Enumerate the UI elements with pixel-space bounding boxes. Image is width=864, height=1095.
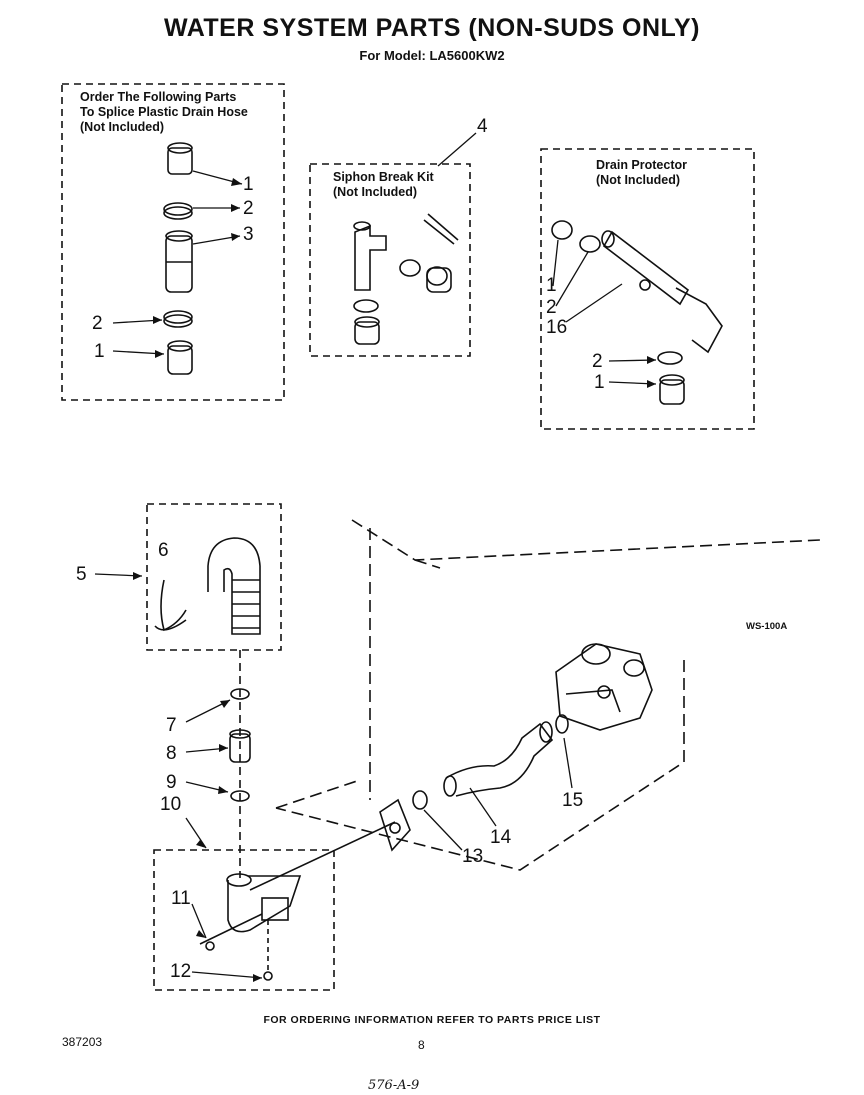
drain-box-line-2: (Not Included) xyxy=(596,173,681,187)
callout-7: 7 xyxy=(166,715,177,736)
standpipe-box xyxy=(153,849,335,991)
callout-4: 4 xyxy=(477,116,488,137)
callout-9: 9 xyxy=(166,772,177,793)
splice-parts-drawing xyxy=(163,142,193,375)
washer-cabinet-outline xyxy=(275,519,821,871)
callout-8: 8 xyxy=(166,743,177,764)
siphon-kit-box xyxy=(309,163,471,357)
siphon-box-label: Siphon Break Kit (Not Included) xyxy=(333,170,434,200)
callout-2-top: 2 xyxy=(243,198,254,219)
callout-11: 11 xyxy=(171,888,191,909)
callout-12: 12 xyxy=(170,961,192,982)
callout-16: 16 xyxy=(546,317,568,338)
drawing-code: WS-100A xyxy=(746,621,788,632)
siphon-kit-drawing xyxy=(353,213,459,345)
callout-5: 5 xyxy=(76,564,87,585)
model-subtitle: For Model: LA5600KW2 xyxy=(359,48,505,63)
callout-1-drain: 1 xyxy=(546,275,557,296)
splice-parts-box xyxy=(61,83,285,401)
ordering-footer: FOR ORDERING INFORMATION REFER TO PARTS … xyxy=(263,1014,601,1026)
leader-lines xyxy=(94,132,657,979)
splice-box-line-2: To Splice Plastic Drain Hose xyxy=(80,105,248,119)
document-number: 387203 xyxy=(62,1035,103,1049)
drain-box-label: Drain Protector (Not Included) xyxy=(596,158,687,188)
pump-hose-drawing xyxy=(249,714,569,891)
callout-2-drain-lower: 2 xyxy=(592,351,603,372)
drain-box-line-1: Drain Protector xyxy=(596,158,687,172)
callout-6: 6 xyxy=(158,540,169,561)
callout-15: 15 xyxy=(562,790,584,811)
callout-1-drain-lower: 1 xyxy=(594,372,605,393)
arrow-heads xyxy=(133,178,656,982)
callout-1-top: 1 xyxy=(243,174,254,195)
callout-1-bottom: 1 xyxy=(94,341,105,362)
siphon-box-line-1: Siphon Break Kit xyxy=(333,170,434,184)
standpipe-drawing xyxy=(199,873,302,981)
splice-box-line-1: Order The Following Parts xyxy=(80,90,237,104)
callout-14: 14 xyxy=(490,827,512,848)
callout-13: 13 xyxy=(462,846,484,867)
callout-3: 3 xyxy=(243,224,254,245)
splice-box-label: Order The Following Parts To Splice Plas… xyxy=(80,90,248,135)
handwritten-note: 576-A-9 xyxy=(368,1078,420,1093)
callout-10: 10 xyxy=(160,794,182,815)
page-number: 8 xyxy=(418,1038,425,1052)
drain-hose-box xyxy=(146,503,282,651)
callout-2-bottom: 2 xyxy=(92,313,103,334)
pump-drawing xyxy=(555,643,653,731)
page-title: WATER SYSTEM PARTS (NON-SUDS ONLY) xyxy=(163,14,700,42)
splice-box-line-3: (Not Included) xyxy=(80,120,165,134)
callout-2-drain: 2 xyxy=(546,297,557,318)
drain-hose-drawing xyxy=(154,537,261,635)
drain-protector-box xyxy=(540,148,755,430)
vertical-parts-drawing xyxy=(229,650,251,878)
drain-protector-drawing xyxy=(551,220,723,405)
siphon-box-line-2: (Not Included) xyxy=(333,185,418,199)
